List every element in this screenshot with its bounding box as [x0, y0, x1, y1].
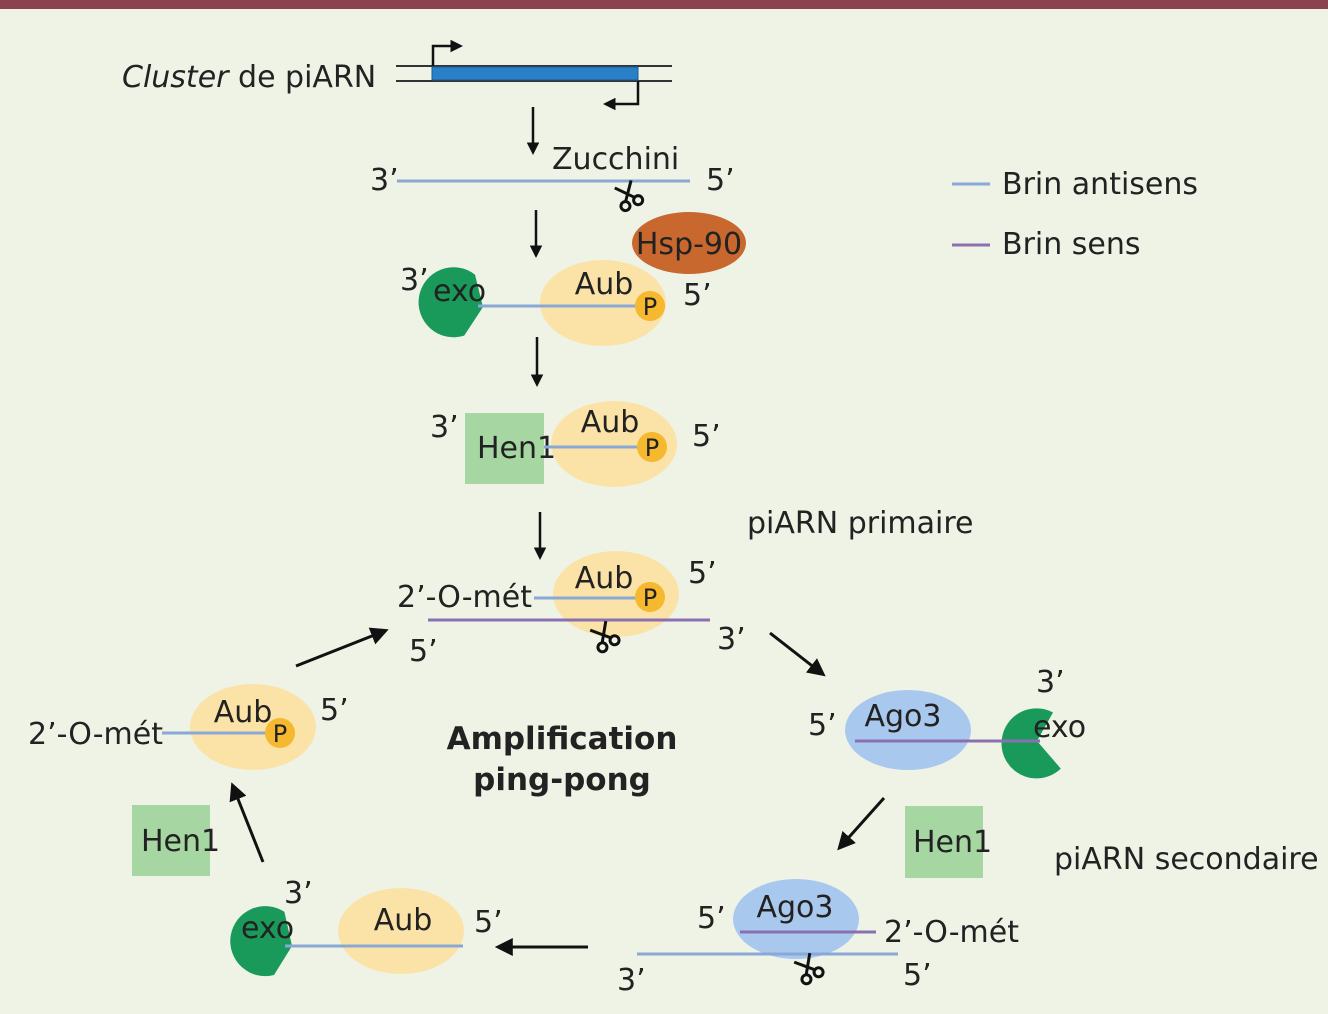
step7-methyl: 2’-O-mét	[28, 717, 163, 752]
zucchini-5-end: 5’	[706, 163, 735, 198]
cycle-arrow-to-ago3	[769, 631, 826, 677]
step5-methyl: 2’-O-mét	[884, 915, 1019, 950]
legend-sense-label: Brin sens	[1002, 227, 1141, 262]
step3-methyl: 2’-O-mét	[397, 580, 532, 615]
amplification-label-2: ping-pong	[473, 762, 651, 798]
aub-protein-4	[190, 684, 316, 770]
reverse-promoter-arrow	[603, 81, 640, 111]
hsp90-label: Hsp-90	[636, 227, 742, 262]
phosphate-label-4: P	[273, 720, 287, 748]
exo-icon-1	[418, 267, 483, 338]
phosphate-dot-3	[635, 582, 665, 612]
hen1-label-3: Hen1	[913, 825, 992, 860]
aub-protein-1	[540, 260, 666, 346]
exo-label-3: exo	[241, 911, 294, 946]
hsp90-protein	[632, 212, 746, 274]
phosphate-dot-2	[637, 432, 667, 462]
step1-5-end: 5’	[683, 278, 712, 313]
step4-3-end: 3’	[1036, 665, 1065, 700]
ago3-protein-2	[733, 879, 859, 959]
step5-3-end: 3’	[617, 963, 646, 998]
zucchini-label: Zucchini	[552, 142, 679, 177]
hen1-box-1	[465, 413, 544, 484]
phosphate-label-1: P	[643, 293, 657, 321]
aub-label-2: Aub	[581, 405, 640, 440]
cluster-label: Cluster de piARN	[122, 60, 376, 95]
phosphate-dot-1	[635, 291, 665, 321]
step3-3-end: 3’	[717, 622, 746, 657]
step1-3-end: 3’	[400, 263, 429, 298]
legend: Brin antisens Brin sens	[952, 167, 1198, 262]
step5-5-end-top: 5’	[697, 901, 726, 936]
cycle-arrow-to-aub-left	[229, 782, 265, 863]
cycle-arrow-to-ago3-bottom	[837, 797, 886, 851]
step2-5-end: 5’	[692, 419, 721, 454]
cluster-dna	[396, 39, 672, 111]
forward-promoter-arrow	[431, 39, 463, 66]
aub-protein-3	[553, 551, 679, 637]
exo-label-1: exo	[433, 274, 486, 309]
step7-5-end: 5’	[320, 693, 349, 728]
exo-label-2: exo	[1033, 710, 1086, 745]
step6-3-end: 3’	[284, 876, 313, 911]
secondary-piarn-label: piARN secondaire	[1054, 842, 1319, 877]
aub-label-3: Aub	[575, 561, 634, 596]
hen1-label-1: Hen1	[477, 431, 556, 466]
aub-protein-5	[338, 888, 464, 974]
step4-5-end: 5’	[808, 708, 837, 743]
phosphate-label-3: P	[643, 584, 657, 612]
amplification-label-1: Amplification	[447, 721, 678, 757]
hen1-box-2	[132, 805, 210, 876]
hen1-label-2: Hen1	[141, 824, 220, 859]
primary-piarn-label: piARN primaire	[747, 506, 974, 541]
step3-5-end-top: 5’	[688, 556, 717, 591]
cycle-arrow-to-primary	[295, 627, 389, 668]
exo-icon-3	[230, 906, 292, 977]
ago3-protein-1	[845, 690, 971, 770]
phosphate-dot-4	[265, 718, 295, 748]
top-bar	[0, 0, 1328, 9]
step6-5-end: 5’	[474, 905, 503, 940]
exo-icon-2	[1001, 708, 1061, 779]
step5-5-end-bottom: 5’	[903, 958, 932, 993]
step3-5-end-bottom: 5’	[409, 634, 438, 669]
aub-protein-2	[551, 401, 677, 487]
phosphate-label-2: P	[645, 434, 659, 462]
ago3-label-1: Ago3	[864, 699, 941, 734]
scissors-icon	[611, 177, 646, 214]
ago3-label-2: Ago3	[756, 890, 833, 925]
aub-label-1: Aub	[575, 267, 634, 302]
legend-antisense-label: Brin antisens	[1002, 167, 1198, 202]
aub-label-4: Aub	[214, 695, 273, 730]
cluster-bar	[431, 66, 639, 81]
step2-3-end: 3’	[430, 410, 459, 445]
hen1-box-3	[905, 806, 983, 878]
zucchini-3-end: 3’	[370, 163, 399, 198]
aub-label-5: Aub	[374, 903, 433, 938]
